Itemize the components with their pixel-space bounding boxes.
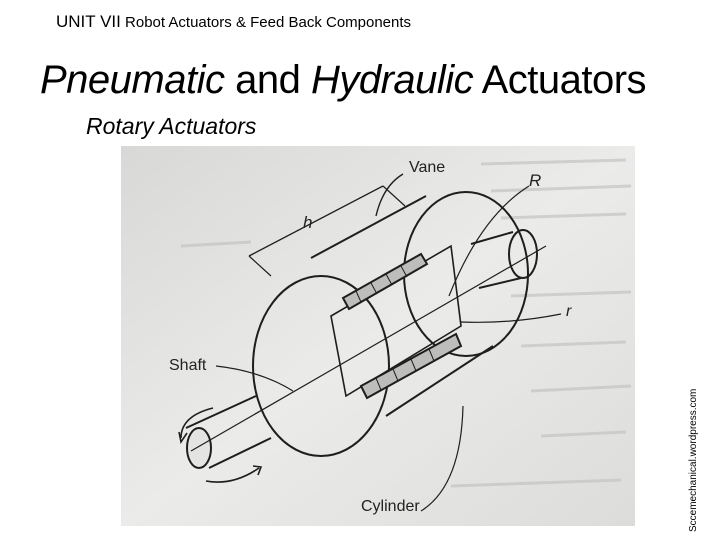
- label-r-upper: R: [529, 171, 541, 190]
- label-cylinder: Cylinder: [361, 498, 420, 515]
- unit-topic: Robot Actuators & Feed Back Components: [120, 14, 412, 31]
- rotary-actuator-figure: Vane R h r Shaft Cylinder: [121, 146, 635, 526]
- actuator-drawing: [178, 173, 562, 512]
- label-r-lower: r: [566, 303, 572, 320]
- bleed-through-text: [180, 158, 632, 488]
- label-vane: Vane: [409, 159, 445, 176]
- title-actuators: Actuators: [473, 58, 647, 102]
- label-h: h: [303, 213, 312, 232]
- unit-heading: UNIT VII Robot Actuators & Feed Back Com…: [56, 12, 411, 32]
- title-hydraulic: Hydraulic: [310, 58, 474, 102]
- credit-text: Sccemechanical.wordpress.com: [688, 388, 699, 532]
- slide-title: Pneumatic and Hydraulic Actuators: [40, 58, 647, 103]
- slide-subtitle: Rotary Actuators: [86, 113, 257, 139]
- paper-background: [121, 146, 635, 526]
- title-pneumatic: Pneumatic: [40, 58, 225, 102]
- label-shaft: Shaft: [169, 357, 207, 374]
- unit-number: UNIT VII: [56, 12, 121, 31]
- title-and: and: [224, 58, 311, 102]
